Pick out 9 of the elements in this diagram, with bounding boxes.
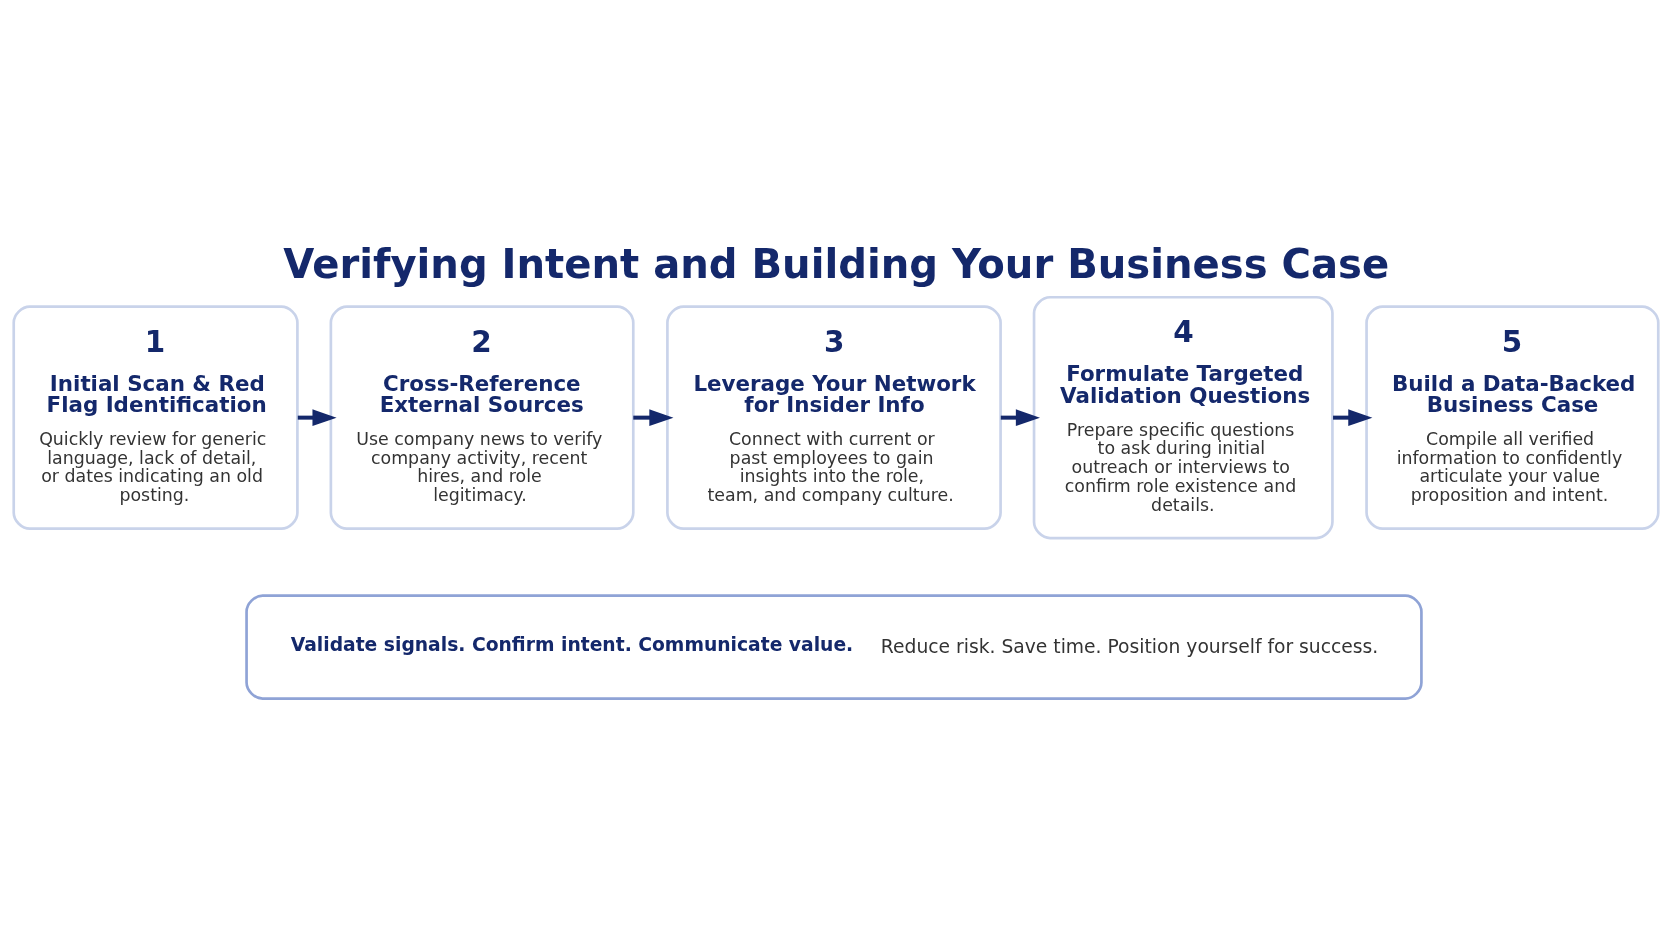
node-box: 5 Build a Data-Backed Business Case Compile all verified information to confidently articulate your value proposition and intent. xyxy=(1365,305,1660,531)
arrow xyxy=(633,409,674,427)
node-box: 4 Formulate Targeted Validation Questions Prepare specific questions to ask during initial outreach or interviews to confirm role existence and details. xyxy=(1032,295,1334,540)
node-box: 2 Cross-Reference External Sources Use company news to verify company activity, recent hires, and role legitimacy. xyxy=(329,305,635,531)
node-box: 1 Initial Scan & Red Flag Identification Quickly review for generic language, lack of detail, or dates indicating an old posting. xyxy=(12,305,299,531)
diagram-title: Verifying Intent and Building Your Business Case xyxy=(283,241,1390,288)
node-box: Validate signals. Confirm intent. Communicate value. Reduce risk. Save time. Position yourself for success. xyxy=(245,594,1423,700)
node-box: 3 Leverage Your Network for Insider Info Connect with current or past employees to gain insights into the role, team, and company culture. xyxy=(666,305,1002,531)
arrow xyxy=(1000,409,1040,427)
